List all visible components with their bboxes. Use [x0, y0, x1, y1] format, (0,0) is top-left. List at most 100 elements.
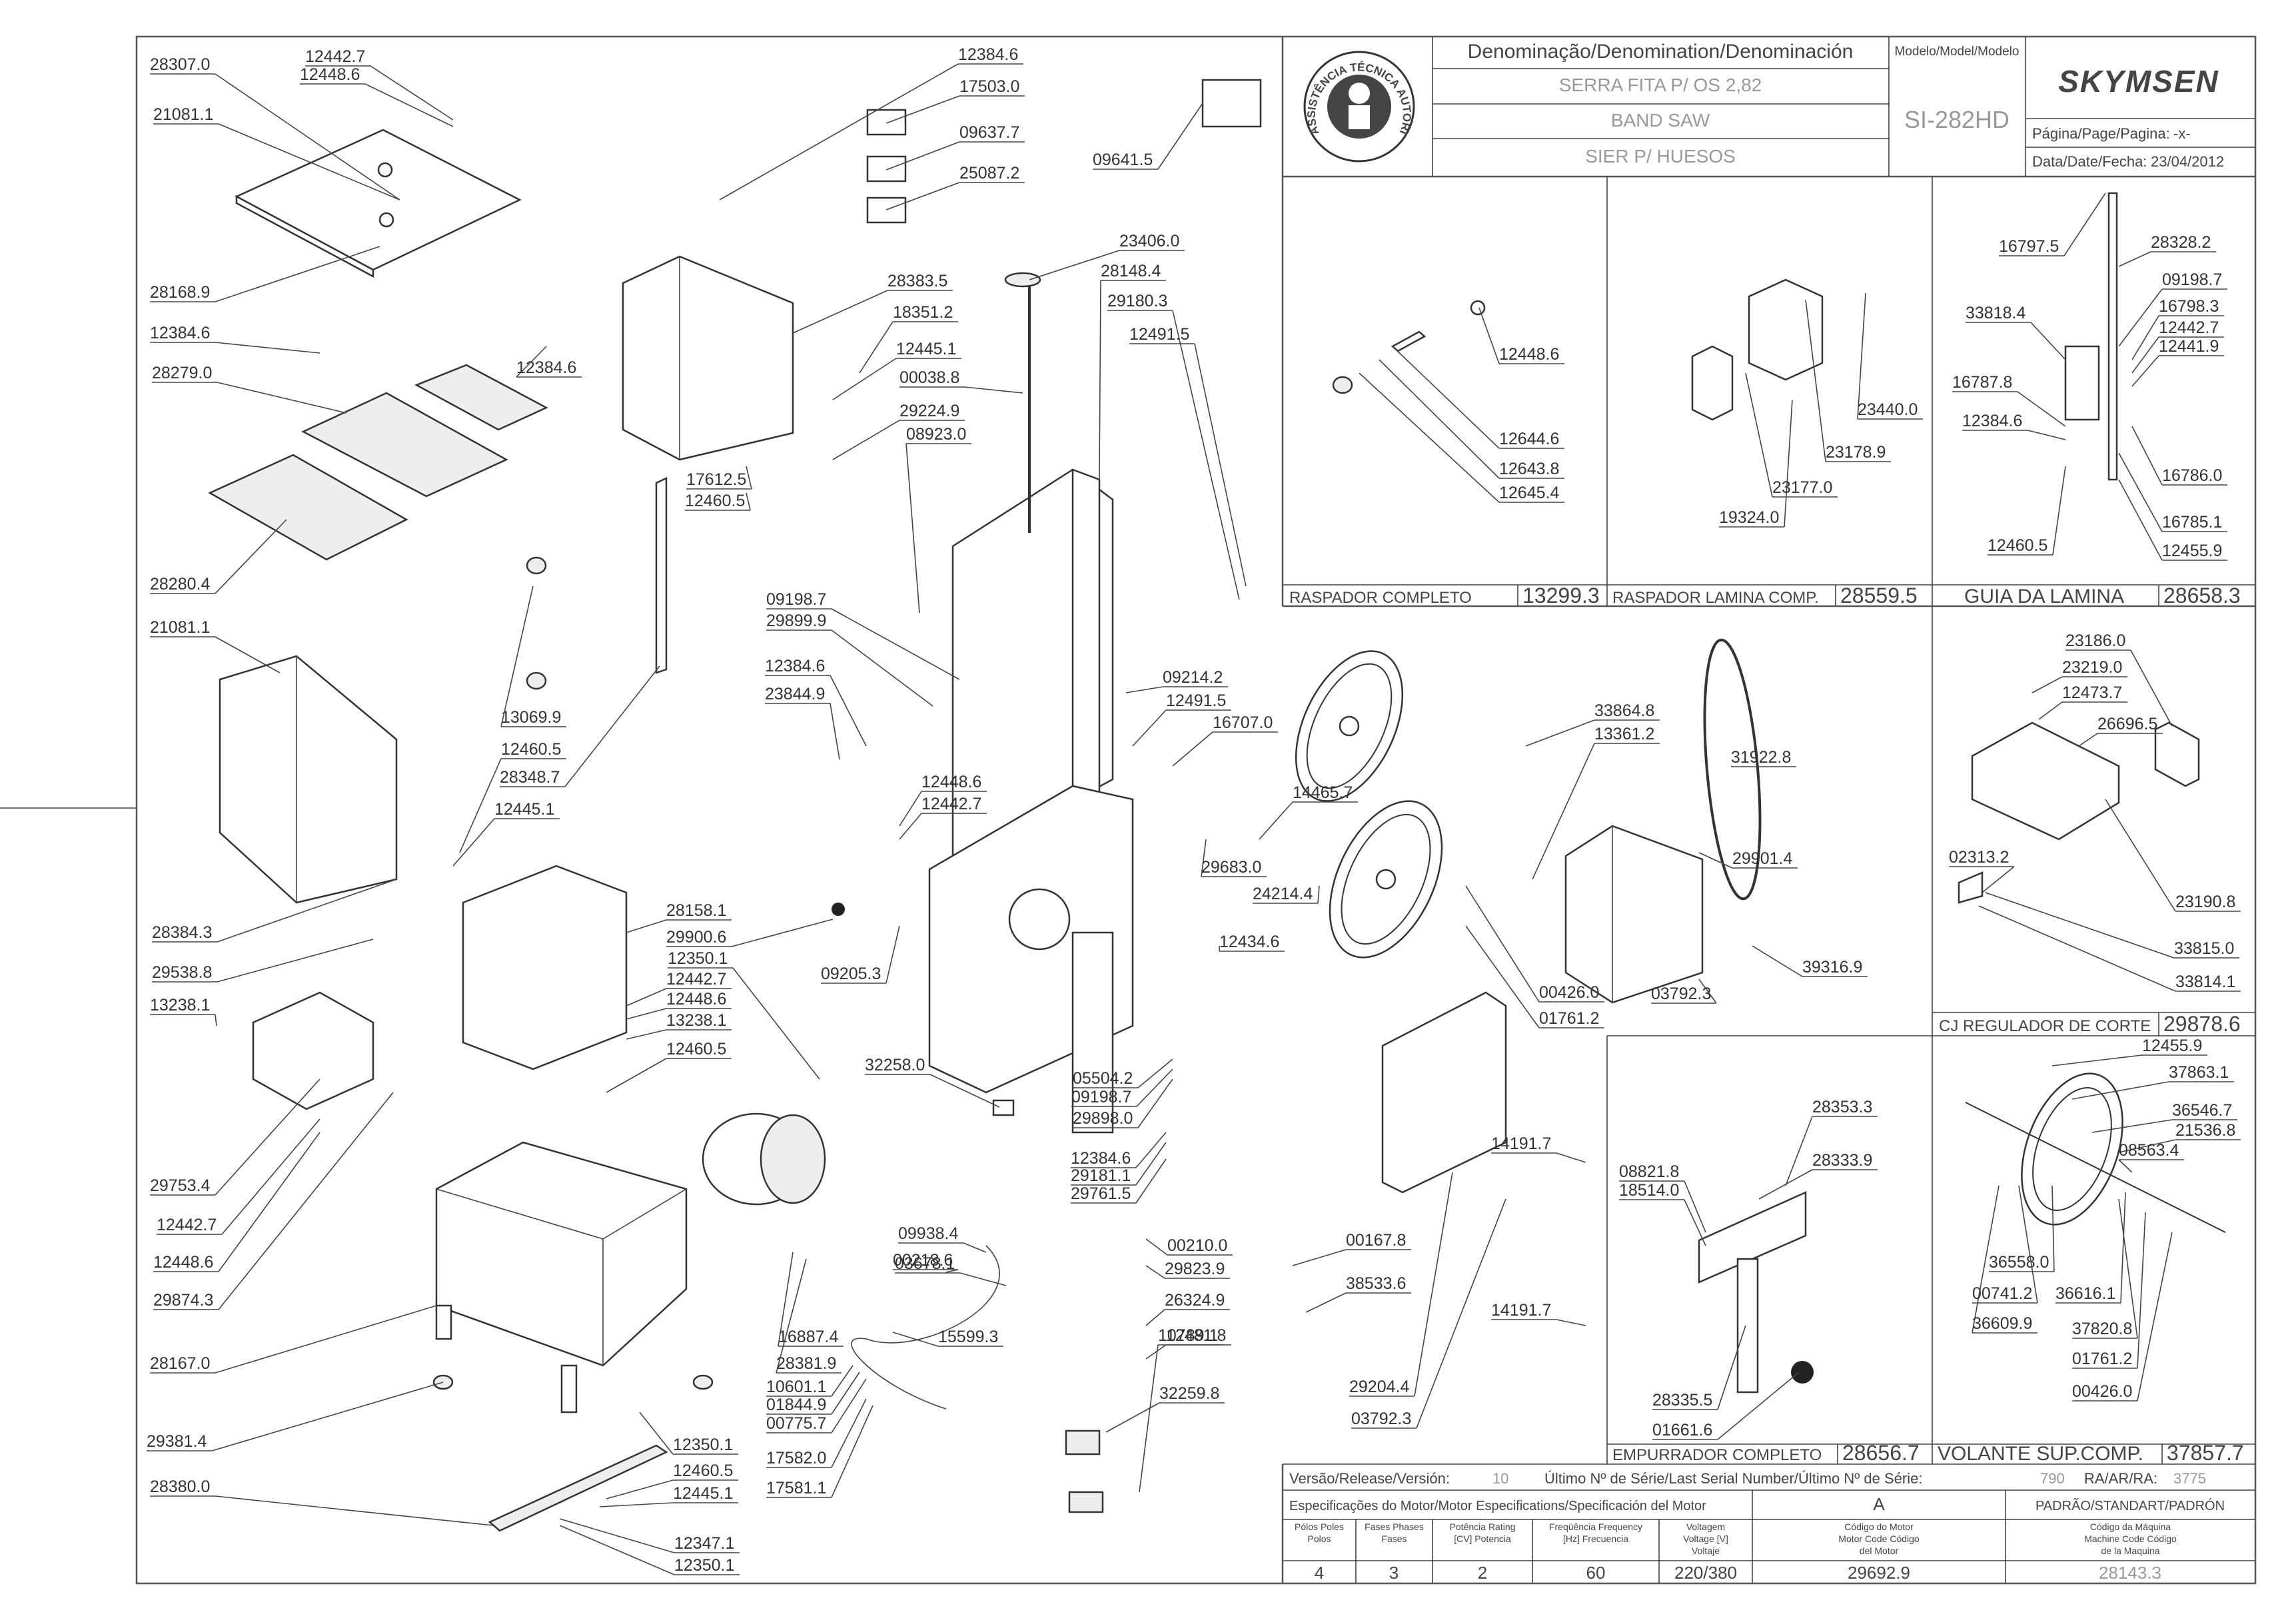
- part-number-label: 29761.5: [1071, 1184, 1131, 1203]
- callout-leader: [778, 1252, 794, 1347]
- fence-rail: [414, 364, 548, 431]
- callout-leader: [217, 939, 374, 983]
- electrical-box: [252, 991, 374, 1110]
- part-number-label: 00775.7: [766, 1414, 826, 1433]
- part-number-label: 01844.9: [766, 1396, 826, 1414]
- part-number-label: 09637.7: [959, 123, 1019, 142]
- callout-leader: [1982, 866, 2015, 893]
- pusher-sketch: [1698, 1191, 1814, 1394]
- part-number-label: 16797.5: [1999, 237, 2059, 256]
- callout-leader: [1556, 1319, 1586, 1326]
- part-number-label: 23406.0: [1119, 232, 1179, 250]
- part-number-label: 12445.1: [494, 800, 554, 819]
- part-number-label: 29181.1: [1071, 1166, 1131, 1185]
- part-number-label: 09205.3: [821, 965, 881, 983]
- date-value: 23/04/2012: [2151, 153, 2224, 170]
- callout-leader: [1556, 1152, 1586, 1163]
- callout-leader: [364, 83, 454, 127]
- part-number-label: 00218.6: [893, 1251, 953, 1270]
- part-number-label: 28384.3: [152, 923, 212, 942]
- part-number-label: 12434.6: [1219, 933, 1279, 951]
- knob-black: [832, 903, 845, 916]
- part-number-label: 21081.1: [153, 105, 213, 124]
- blade-scraper-sketch: [1691, 278, 1824, 421]
- callout-leader: [2118, 479, 2163, 561]
- blade-guide-sketch: [2064, 192, 2118, 481]
- callout-leader: [1684, 1199, 1706, 1246]
- callout-leader: [746, 492, 751, 511]
- callout-leader: [1305, 1292, 1347, 1313]
- callout-leader: [606, 1058, 667, 1093]
- callout-leader: [2031, 676, 2063, 693]
- part-number-label: 09198.7: [1071, 1088, 1131, 1106]
- frame-hole: [1008, 888, 1071, 951]
- part-number-label: 00426.0: [1539, 983, 1599, 1002]
- upper-wheel: [1295, 650, 1404, 802]
- part-number-label: 28328.2: [2151, 233, 2211, 252]
- part-number-label: 12491.5: [1166, 691, 1226, 710]
- part-number-label: 26696.5: [2097, 715, 2157, 733]
- part-number-label: 12441.9: [2159, 337, 2219, 356]
- callout-leader: [963, 1242, 987, 1253]
- subassembly-name: RASPADOR COMPLETO: [1289, 589, 1472, 607]
- callout-leader: [2052, 466, 2066, 556]
- callout-leader: [899, 791, 922, 827]
- callout-leader: [792, 290, 888, 334]
- part-number-label: 28381.9: [776, 1354, 836, 1373]
- callout-leader: [885, 925, 900, 984]
- lower-wheel: [1329, 800, 1443, 959]
- brand-logo: SKYMSEN: [2058, 64, 2219, 99]
- part-number-label: 00210.0: [1167, 1236, 1227, 1255]
- authorized-service-stamp: ASSISTÊNCIA TÉCNICA AUTORIZADA: [0, 0, 1415, 163]
- callout-leader: [1317, 885, 1320, 904]
- callout-leader: [1698, 852, 1733, 869]
- callout-leader: [1029, 250, 1120, 280]
- callout-leader: [606, 1479, 674, 1499]
- part-number-label: 28168.9: [150, 283, 210, 302]
- part-number-label: 14191.7: [1491, 1134, 1551, 1153]
- callout-leader: [215, 519, 287, 594]
- part-number-label: 12643.8: [1499, 460, 1559, 478]
- callout-leader: [1525, 719, 1595, 747]
- part-number-label: 28333.9: [1812, 1151, 1872, 1170]
- callout-leader: [831, 608, 960, 680]
- callout-leader: [2131, 315, 2159, 360]
- subassembly-code: 28559.5: [1840, 584, 1918, 608]
- power-label: Potência Rating [CV] Potencia: [1449, 1521, 1516, 1544]
- part-number-label: 28280.4: [150, 575, 210, 594]
- part-number-label: 12347.1: [674, 1534, 734, 1553]
- callout-leader: [831, 1378, 867, 1433]
- scraper-sketch: [1332, 300, 1486, 394]
- part-number-label: 29899.9: [766, 611, 826, 630]
- part-number-label: 13238.1: [150, 996, 210, 1015]
- table-rail-lower: [208, 454, 408, 561]
- part-number-label: 29538.8: [152, 963, 212, 982]
- callout-leader: [1135, 1158, 1167, 1204]
- part-number-label: 12384.6: [1071, 1149, 1131, 1168]
- denomination-header: Denominação/Denomination/Denominación: [1468, 41, 1854, 63]
- page-label: Página/Page/Pagina:: [2032, 125, 2170, 142]
- callout-leader: [885, 95, 960, 124]
- sheet-frame: [135, 35, 2257, 1585]
- callout-leader: [218, 1092, 394, 1310]
- motor: [702, 1112, 826, 1206]
- part-number-label: 12445.1: [896, 340, 956, 358]
- callout-leader: [215, 1014, 217, 1026]
- callout-leader: [1137, 1058, 1173, 1088]
- callout-leader: [2118, 251, 2151, 267]
- serial-label: Último Nº de Série/Last Serial Number/Úl…: [1544, 1470, 1923, 1487]
- phases-value: 3: [1389, 1563, 1399, 1583]
- part-number-label: 12460.5: [666, 1040, 726, 1058]
- part-number-label: 31922.8: [1731, 748, 1791, 767]
- callout-leader: [831, 1365, 854, 1397]
- callout-leader: [626, 919, 667, 933]
- callout-leader: [1978, 905, 2176, 992]
- part-number-label: 29224.9: [899, 402, 959, 420]
- part-number-label: 16887.4: [778, 1328, 838, 1346]
- part-number-label: 16707.0: [1213, 713, 1273, 732]
- part-number-label: 28148.4: [1101, 262, 1161, 280]
- callout-leader: [1194, 343, 1247, 587]
- part-number-label: 29753.4: [150, 1176, 210, 1195]
- machine-code-label: Código da Máquina Machine Code Código de…: [2084, 1521, 2177, 1556]
